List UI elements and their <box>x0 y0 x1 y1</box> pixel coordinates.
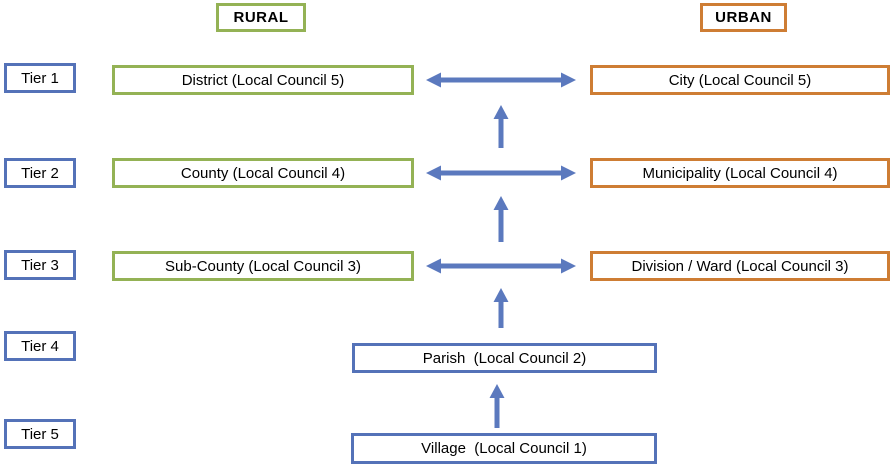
tier-label-3: Tier 3 <box>4 250 76 280</box>
rural-column-header: RURAL <box>216 3 306 32</box>
double-arrow-tier1 <box>426 72 576 88</box>
tier-label-5: Tier 5 <box>4 419 76 449</box>
double-arrow-tier2 <box>426 165 576 181</box>
tier-label-4: Tier 4 <box>4 331 76 361</box>
up-arrow-tier3-to-tier2 <box>493 196 509 242</box>
urban-box-municipality: Municipality (Local Council 4) <box>590 158 890 188</box>
double-arrow-tier3 <box>426 258 576 274</box>
shared-box-village: Village (Local Council 1) <box>351 433 657 464</box>
up-arrow-tier2-to-tier1 <box>493 105 509 148</box>
tier-label-1: Tier 1 <box>4 63 76 93</box>
urban-box-division-ward: Division / Ward (Local Council 3) <box>590 251 890 281</box>
tier-label-2: Tier 2 <box>4 158 76 188</box>
rural-box-county: County (Local Council 4) <box>112 158 414 188</box>
rural-box-subcounty: Sub-County (Local Council 3) <box>112 251 414 281</box>
up-arrow-parish-to-tier3 <box>493 288 509 328</box>
up-arrow-village-to-parish <box>489 384 505 428</box>
shared-box-parish: Parish (Local Council 2) <box>352 343 657 373</box>
urban-column-header: URBAN <box>700 3 787 32</box>
urban-box-city: City (Local Council 5) <box>590 65 890 95</box>
rural-box-district: District (Local Council 5) <box>112 65 414 95</box>
